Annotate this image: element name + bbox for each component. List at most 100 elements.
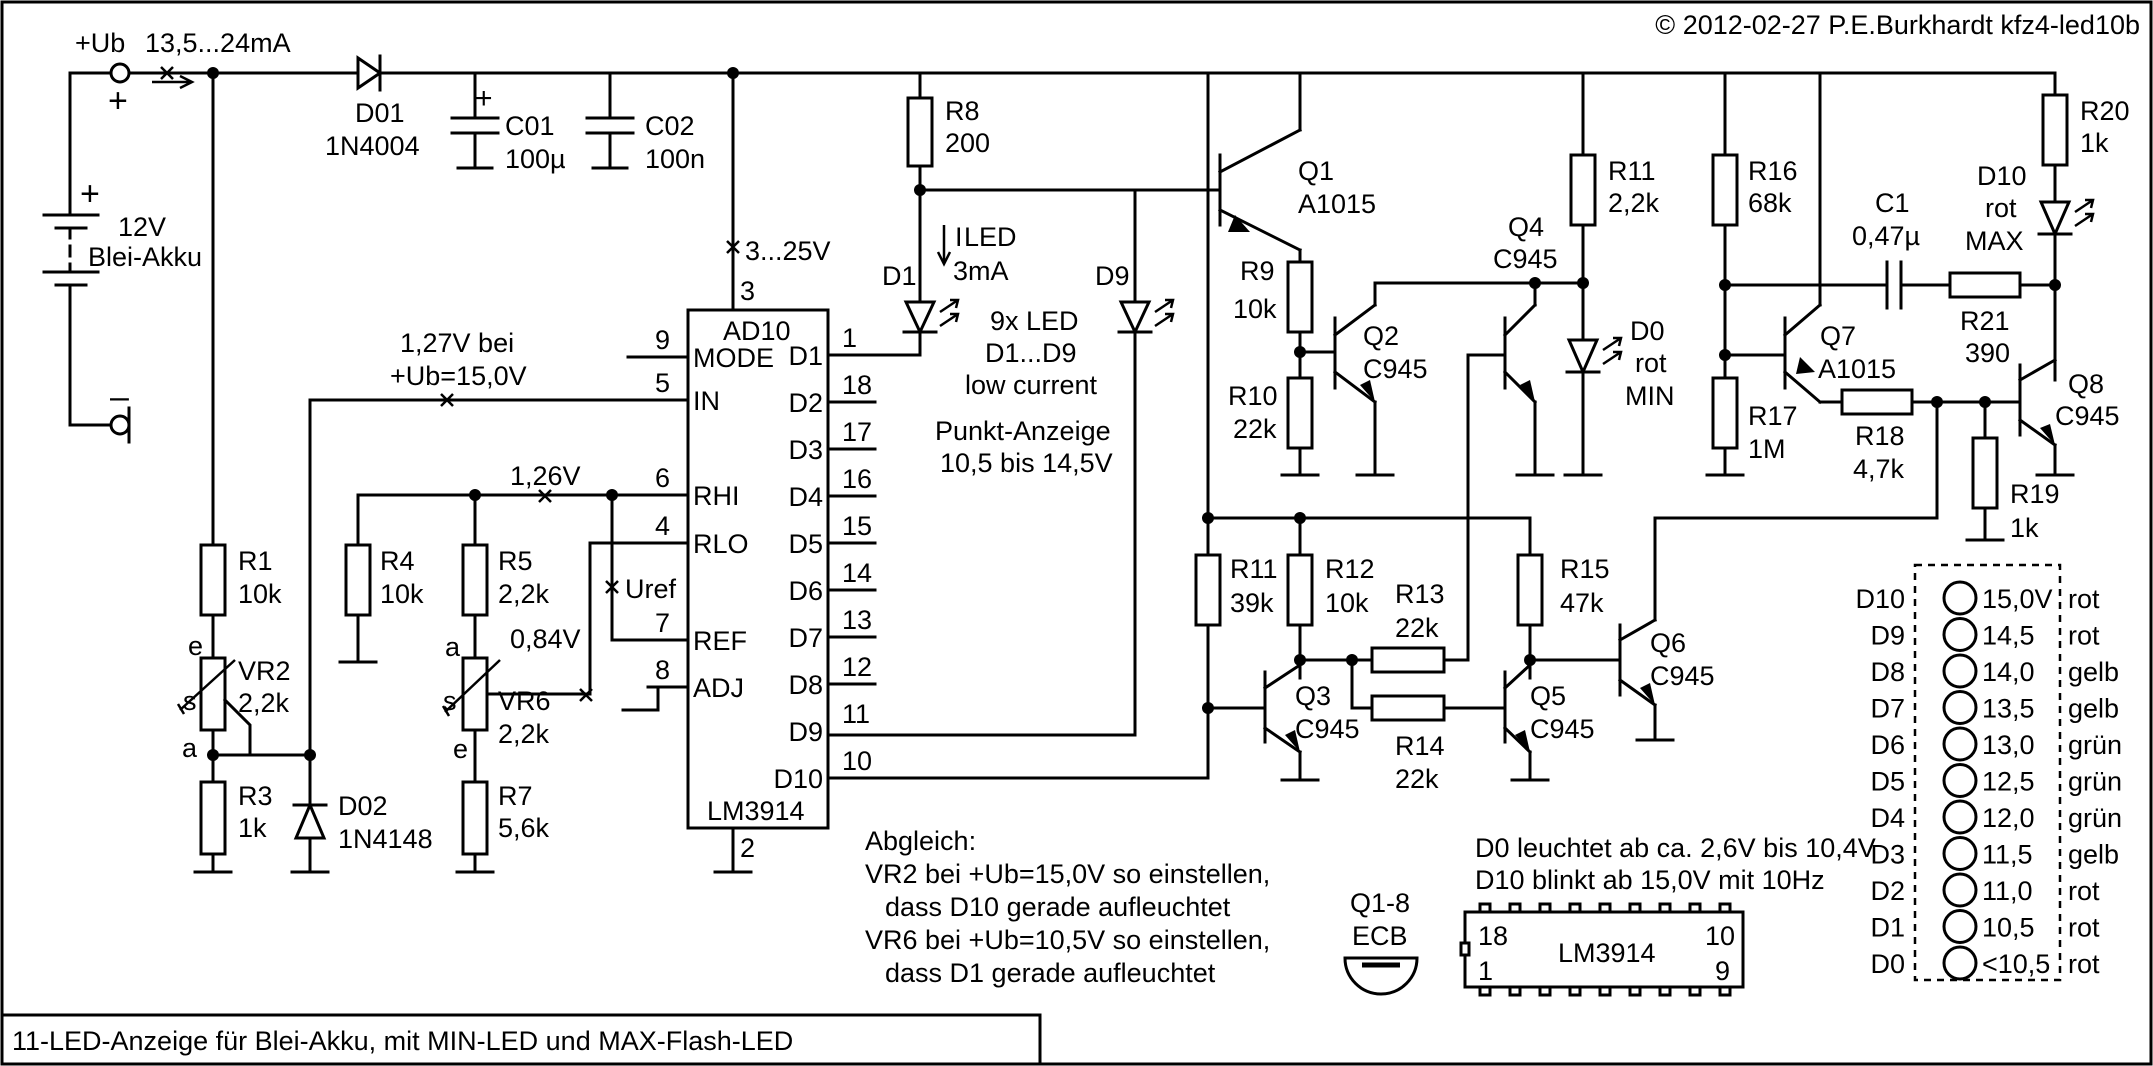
led-bar-led	[1942, 945, 1978, 981]
d0-function: MIN	[1625, 381, 1675, 411]
led-table-color: gelb	[2068, 657, 2119, 687]
ic-outline-pins	[1478, 902, 1732, 997]
led-table-name: D5	[1870, 767, 1905, 797]
r12-symbol	[1286, 553, 1314, 627]
note-d0: D0 leuchtet ab ca. 2,6V bis 10,4V	[1475, 833, 1876, 863]
d02-value: 1N4148	[338, 824, 433, 854]
q4-value: C945	[1493, 244, 1558, 274]
q8-label: Q8	[2068, 369, 2104, 399]
ic-right-pin-num: 17	[842, 417, 872, 447]
ic-right-pin-num: 13	[842, 605, 872, 635]
q6-label: Q6	[1650, 628, 1686, 658]
led-bar-led	[1942, 836, 1978, 871]
r8-value: 200	[945, 128, 990, 158]
vr2-pin-e: e	[188, 631, 203, 661]
ic-right-pin-label: D9	[788, 717, 823, 747]
led-table-name: D0	[1870, 949, 1905, 979]
note-d10: D10 blinkt ab 15,0V mit 10Hz	[1475, 865, 1825, 895]
r5-symbol	[461, 543, 489, 617]
r12-value: 10k	[1325, 588, 1369, 618]
led-bar-led	[1942, 909, 1978, 944]
c02-label: C02	[645, 111, 695, 141]
d10-function: MAX	[1965, 226, 2024, 256]
led-bar-led	[1942, 872, 1978, 908]
lm3914-ic	[686, 308, 830, 830]
led-table-voltage: 14,0	[1982, 657, 2035, 687]
r16-symbol	[1711, 153, 1739, 227]
led-table-color: rot	[2068, 584, 2100, 614]
r15-symbol	[1516, 553, 1544, 627]
q5-label: Q5	[1530, 681, 1566, 711]
r14-label: R14	[1395, 731, 1445, 761]
ic-right-pin-num: 18	[842, 370, 872, 400]
vrlo-note: 0,84V	[510, 624, 581, 654]
q3-label: Q3	[1295, 681, 1331, 711]
r3-value: 1k	[238, 813, 267, 843]
ic-left-pin-num: 6	[655, 463, 670, 493]
r13-label: R13	[1395, 579, 1445, 609]
ic-right-pin-num: 12	[842, 652, 872, 682]
d9-label: D9	[1095, 261, 1130, 291]
vr6-pin-s: s	[443, 686, 457, 716]
r10-value: 22k	[1233, 414, 1277, 444]
r5-label: R5	[498, 546, 533, 576]
q6-value: C945	[1650, 661, 1715, 691]
d10-label: D10	[1977, 161, 2027, 191]
ic-right-pin-label: D1	[788, 341, 823, 371]
r15-value: 47k	[1560, 588, 1604, 618]
led-table-voltage: 14,5	[1982, 621, 2035, 651]
battery-plus: +	[80, 175, 100, 213]
r21-symbol	[1948, 271, 2022, 299]
ic-left-pin-label: REF	[693, 626, 747, 656]
r21-value: 390	[1965, 338, 2010, 368]
d10-symbol	[2038, 200, 2072, 238]
r5-value: 2,2k	[498, 579, 550, 609]
led-table-name: D3	[1870, 840, 1905, 870]
r18-value: 4,7k	[1853, 454, 1905, 484]
r19-value: 1k	[2010, 513, 2039, 543]
vr6-pin-e: e	[453, 734, 468, 764]
r11a-symbol	[1569, 153, 1597, 227]
r20-label: R20	[2080, 96, 2130, 126]
ic-left-pin-label: ADJ	[693, 673, 744, 703]
ic-pins: 9MODE5IN6RHI4RLO7REF8ADJ1D118D217D316D41…	[626, 323, 877, 794]
uref-note: Uref	[625, 574, 677, 604]
led-table-voltage: 12,0	[1982, 803, 2035, 833]
q7-label: Q7	[1820, 321, 1856, 351]
led-info-1: 9x LED	[990, 306, 1079, 336]
led-bar-led	[1942, 726, 1978, 762]
outline-pin-9: 9	[1715, 956, 1730, 986]
r17-symbol	[1711, 376, 1739, 450]
led-table-color: gelb	[2068, 694, 2119, 724]
led-bar-led	[1942, 617, 1978, 652]
ic-right-pin-num: 10	[842, 746, 872, 776]
ic-left-pin-label: RHI	[693, 481, 740, 511]
calibration-title: Abgleich:	[865, 826, 976, 856]
r19-label: R19	[2010, 479, 2060, 509]
iled-value: 3mA	[953, 256, 1009, 286]
calibration-line-3: VR6 bei +Ub=10,5V so einstellen,	[865, 925, 1270, 955]
r20-symbol	[2041, 93, 2069, 167]
led-table-voltage: 12,5	[1982, 767, 2035, 797]
led-table-name: D9	[1870, 621, 1905, 651]
vr6-value: 2,2k	[498, 719, 550, 749]
led-table-color: grün	[2068, 767, 2122, 797]
r18-label: R18	[1855, 421, 1905, 451]
r13-value: 22k	[1395, 613, 1439, 643]
r11b-symbol	[1194, 553, 1222, 627]
svg-text:+: +	[475, 82, 493, 115]
led-bar-led	[1942, 799, 1978, 835]
d02-symbol	[293, 801, 327, 840]
pinout-pins: ECB	[1352, 921, 1408, 951]
q2-label: Q2	[1363, 321, 1399, 351]
measure-mark	[160, 66, 174, 80]
r3-label: R3	[238, 781, 273, 811]
ic-right-pin-label: D2	[788, 388, 823, 418]
r11b-label: R11	[1230, 554, 1278, 584]
outline-name: LM3914	[1558, 938, 1656, 968]
r4-label: R4	[380, 546, 415, 576]
iled-sub: LED	[964, 222, 1017, 252]
ic-right-pin-label: D3	[788, 435, 823, 465]
r15-label: R15	[1560, 554, 1610, 584]
vr2-pin-s: s	[183, 686, 197, 716]
